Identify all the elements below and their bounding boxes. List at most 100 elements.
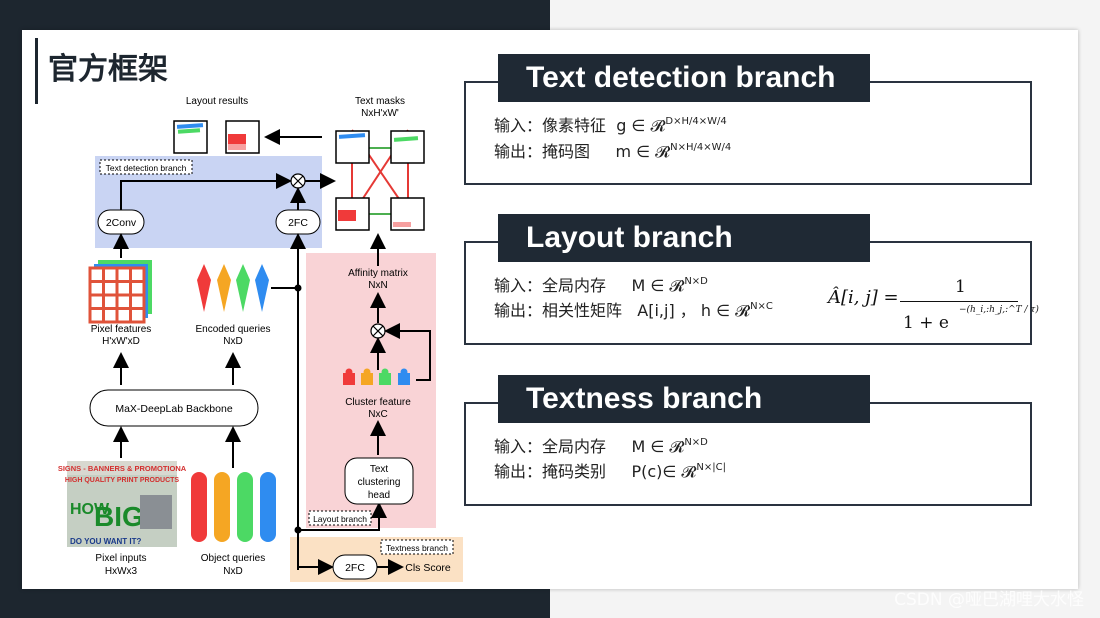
- encoded-query-green: [236, 264, 250, 312]
- output-superscript: N×C: [750, 301, 773, 312]
- output-label: 输出：掩码图: [494, 142, 591, 161]
- layout-heading: Layout branch: [498, 214, 870, 262]
- cluster-feature-dim: NxC: [368, 409, 387, 420]
- output-superscript: N×|C|: [696, 462, 726, 473]
- slide-title: 官方框架: [48, 52, 168, 87]
- affinity-formula-fraction-bar: [900, 301, 1018, 302]
- watermark: CSDN @哑巴湖哩大水怪: [894, 590, 1084, 610]
- clustering-head-label: clustering: [358, 477, 401, 488]
- cluster-piece-knob: [400, 368, 408, 376]
- text-detection-branch-tag-label: Text detection branch: [106, 163, 187, 173]
- layout-result-stroke-green: [177, 128, 201, 134]
- multiply-node-cross: [372, 325, 384, 337]
- affinity-formula-denominator: 1 + e: [903, 313, 949, 333]
- pixel-features-label: Pixel features: [91, 324, 152, 335]
- pixel-features-dim: H'xW'xD: [102, 336, 140, 347]
- cluster-piece-blue: [398, 373, 410, 385]
- output-expression: A[i,j] ， h ∈ 𝓡: [637, 301, 751, 320]
- encoded-query-blue: [255, 264, 269, 312]
- layout-input: 输入：全局内存 M ∈ 𝓡N×D: [494, 272, 708, 296]
- backbone-node: [89, 389, 259, 427]
- input-label: 输入：全局内存: [494, 437, 607, 456]
- arrow-to-clustering-head: [298, 502, 387, 531]
- text-mask-pink-block: [393, 222, 411, 227]
- two-conv-label: 2Conv: [106, 217, 137, 229]
- output-label: 输出：掩码类别: [494, 462, 607, 481]
- cluster-piece-orange: [361, 373, 373, 385]
- cluster-feature-label: Cluster feature: [345, 397, 411, 408]
- output-expression: P(c)∈ 𝓡: [631, 462, 697, 481]
- output-superscript: N×H/4×W/4: [670, 142, 732, 153]
- encoded-query-orange: [217, 264, 231, 312]
- input-label: 输入：像素特征: [494, 116, 607, 135]
- affinity-formula-numerator: 1: [955, 277, 966, 297]
- clustering-head-label: Text: [370, 464, 389, 475]
- sign-text: DO YOU WANT IT?: [70, 537, 142, 546]
- clustering-head-label: head: [368, 490, 390, 501]
- cluster-piece-green: [379, 373, 391, 385]
- text-detection-branch-tag: [99, 159, 193, 175]
- clustering-head-node: [344, 457, 414, 505]
- cluster-piece-knob: [381, 368, 389, 376]
- input-expression: g ∈ 𝓡: [616, 116, 666, 135]
- object-query-red: [191, 472, 207, 542]
- encoded-queries-dim: NxD: [223, 336, 242, 347]
- input-superscript: N×D: [684, 437, 708, 448]
- textness-input: 输入：全局内存 M ∈ 𝓡N×D: [494, 433, 708, 457]
- affinity-formula-lhs: Â[i, j] =: [828, 287, 899, 308]
- object-queries-dim: NxD: [223, 566, 242, 577]
- textness-branch-tag-label: Textness branch: [386, 543, 448, 553]
- output-label: 输出：相关性矩阵: [494, 301, 623, 320]
- layout-branch-tag-label: Layout branch: [313, 514, 367, 524]
- pixel-inputs-label: Pixel inputs: [95, 553, 146, 564]
- input-expression: M ∈ 𝓡: [631, 437, 685, 456]
- affinity-matrix-dim: NxN: [368, 280, 387, 291]
- text-masks-dim: NxH'xW': [361, 108, 399, 119]
- backbone-label: MaX-DeepLab Backbone: [115, 403, 232, 415]
- sign-text: BIG: [94, 501, 144, 532]
- object-query-green: [237, 472, 253, 542]
- cluster-piece-red: [343, 373, 355, 385]
- object-queries-label: Object queries: [201, 553, 265, 564]
- input-superscript: N×D: [684, 276, 708, 287]
- layout-result-red-block: [228, 134, 246, 144]
- text-masks-label: Text masks: [355, 96, 405, 107]
- layout-output: 输出：相关性矩阵 A[i,j] ， h ∈ 𝓡N×C: [494, 297, 773, 321]
- text-detection-output: 输出：掩码图 m ∈ 𝓡N×H/4×W/4: [494, 138, 731, 162]
- textness-heading: Textness branch: [498, 375, 870, 423]
- pixel-inputs-dim: HxWx3: [105, 566, 138, 577]
- cls-score-label: Cls Score: [405, 562, 451, 574]
- input-superscript: D×H/4×W/4: [665, 116, 727, 127]
- textness-output: 输出：掩码类别 P(c)∈ 𝓡N×|C|: [494, 458, 726, 482]
- pixel-feature-gridlines: [90, 268, 144, 322]
- input-label: 输入：全局内存: [494, 276, 607, 295]
- text-mask-red-block: [338, 210, 356, 221]
- encoded-query-red: [197, 264, 211, 312]
- cluster-piece-knob: [363, 368, 371, 376]
- sign-text: HOW: [70, 501, 110, 518]
- multiply-node-cross: [292, 175, 304, 187]
- sign-banner-top: [67, 461, 177, 475]
- sign-text: SIGNS - BANNERS & PROMOTIONA: [58, 464, 187, 473]
- cluster-piece-knob: [345, 368, 353, 376]
- text-mask-stroke: [393, 136, 419, 142]
- affinity-matrix-label: Affinity matrix: [348, 268, 408, 279]
- two-fc-label: 2FC: [288, 217, 308, 229]
- object-query-blue: [260, 472, 276, 542]
- layout-branch-tag: [308, 510, 372, 526]
- layout-result-pink-block: [228, 144, 246, 150]
- sign-text: HIGH QUALITY PRINT PRODUCTS: [65, 477, 180, 484]
- text-detection-heading: Text detection branch: [498, 54, 870, 102]
- title-accent-bar: [35, 38, 38, 104]
- text-mask-stroke: [338, 133, 366, 139]
- text-mask-box-2: [390, 130, 425, 164]
- affinity-formula-exponent: −(h_i,:h_j,:^T / τ): [959, 305, 1039, 315]
- text-detection-input: 输入：像素特征 g ∈ 𝓡D×H/4×W/4: [494, 112, 727, 136]
- textness-branch-tag: [380, 539, 454, 555]
- two-fc-textness-label: 2FC: [345, 562, 365, 574]
- layout-result-stroke-blue: [176, 123, 204, 129]
- input-expression: M ∈ 𝓡: [631, 276, 685, 295]
- layout-results-label: Layout results: [186, 96, 248, 107]
- arrow-cluster-loop: [384, 323, 431, 381]
